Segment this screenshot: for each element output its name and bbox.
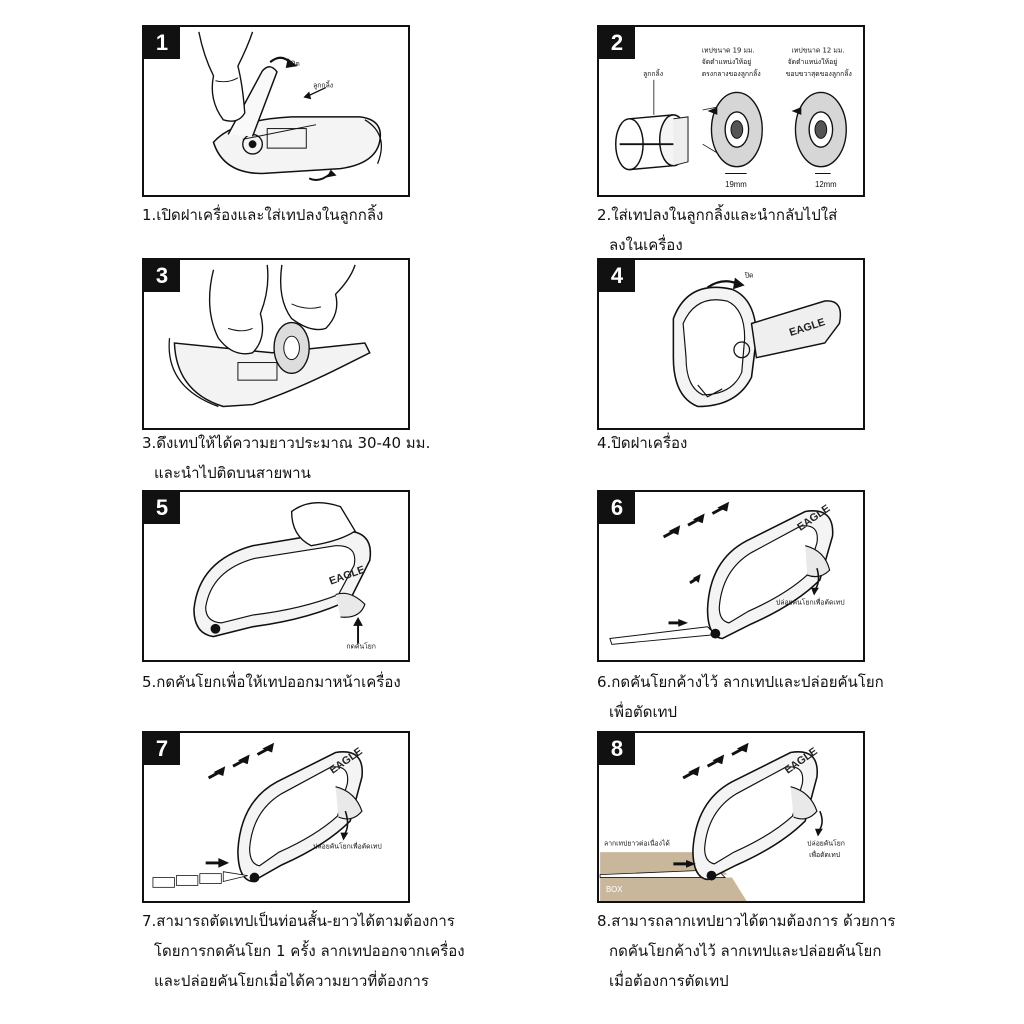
size12-label: 12mm [815, 180, 837, 189]
step-1-caption: 1.เปิดฝาเครื่องและใส่เทปลงในลูกกลิ้ง [142, 200, 383, 230]
caption-line: เมื่อต้องการตัดเทป [609, 972, 729, 990]
caption-line: 5.กดคันโยกเพื่อให้เทปออกมาหน้าเครื่อง [142, 673, 401, 691]
press-lever-label: กดคันโยก [346, 641, 376, 650]
step-7-number: 7 [144, 733, 180, 765]
caption-line: 6.กดคันโยกค้างไว้ ลากเทปและปล่อยคันโยก [597, 673, 884, 691]
caption-line: 8.สามารถลากเทปยาวได้ตามต้องการ ด้วยการ [597, 912, 896, 930]
tape19-line1: เทปขนาด 19 มม. [702, 46, 755, 54]
tape12-line2: จัดตำแหน่งให้อยู่ [788, 58, 838, 66]
step-5-number: 5 [144, 492, 180, 524]
step-1-panel: 1 เปิด ลูกกลิ้ง [142, 25, 410, 197]
box-label: BOX [606, 885, 623, 894]
step-4-number: 4 [599, 260, 635, 292]
step-4-illustration: EAGLE ปิด [672, 272, 842, 408]
caption-line: 1.เปิดฝาเครื่องและใส่เทปลงในลูกกลิ้ง [142, 206, 384, 224]
step-8-number: 8 [599, 733, 635, 765]
release-line1: ปล่อยคันโยก [807, 838, 845, 847]
step-5-caption: 5.กดคันโยกเพื่อให้เทปออกมาหน้าเครื่อง [142, 667, 401, 697]
release-line2: เพื่อตัดเทป [809, 850, 840, 859]
step-6-panel: 6 EAGLE ปล่อยคันโยกเพื่อตัดเทป [597, 490, 865, 662]
step-2-illustration: ลูกกลิ้ง เทปขนาด 19 มม. จัดตำแหน่งให้อยู… [615, 46, 852, 189]
tape12-line3: ขอบขวาสุดของลูกกลิ้ง [786, 68, 852, 78]
caption-line: และปล่อยคันโยกเมื่อได้ความยาวที่ต้องการ [154, 972, 429, 990]
step-2-caption: 2.ใส่เทปลงในลูกกลิ้งและนำกลับไปใส่ ลงในเ… [597, 200, 837, 260]
release-label: ปล่อยคันโยกเพื่อตัดเทป [313, 841, 382, 850]
step-4-caption: 4.ปิดฝาเครื่อง [597, 428, 687, 458]
open-label: เปิด [289, 60, 300, 68]
caption-line: เพื่อตัดเทป [609, 703, 678, 721]
release-label: ปล่อยคันโยกเพื่อตัดเทป [776, 597, 845, 606]
step-6-number: 6 [599, 492, 635, 524]
step-8-caption: 8.สามารถลากเทปยาวได้ตามต้องการ ด้วยการ ก… [597, 906, 895, 996]
step-1-number: 1 [144, 27, 180, 59]
step-4-panel: 4 EAGLE ปิด [597, 258, 865, 430]
step-8-illustration: BOX EAGLE ลากเทปยาวต่อเนื่องได้ ปล่อยคัน… [599, 742, 845, 901]
caption-line: โดยการกดคันโยก 1 ครั้ง ลากเทปออกจากเครื่… [154, 942, 465, 960]
step-2-panel: 2 ลูกกลิ้ง เทปขนาด 19 มม. จัดตำแหน่งให้อ… [597, 25, 865, 197]
step-7-panel: 7 EAGLE ปล่อยคันโยกเพื่อตัดเทป [142, 731, 410, 903]
step-2-number: 2 [599, 27, 635, 59]
tape19-line3: ตรงกลางของลูกกลิ้ง [702, 68, 761, 78]
step-1-illustration: เปิด ลูกกลิ้ง [198, 31, 382, 181]
tape19-line2: จัดตำแหน่งให้อยู่ [702, 58, 752, 66]
step-5-illustration: EAGLE กดคันโยก [193, 502, 376, 650]
step-6-caption: 6.กดคันโยกค้างไว้ ลากเทปและปล่อยคันโยก เ… [597, 667, 884, 727]
roller-label: ลูกกลิ้ง [643, 68, 663, 78]
caption-line: กดคันโยกค้างไว้ ลากเทปและปล่อยคันโยก [609, 942, 882, 960]
close-label: ปิด [744, 272, 753, 280]
step-3-panel: 3 [142, 258, 410, 430]
step-3-illustration [168, 264, 371, 408]
caption-line: ลงในเครื่อง [609, 236, 683, 254]
roller-label: ลูกกลิ้ง [313, 80, 333, 90]
drag-continuous-label: ลากเทปยาวต่อเนื่องได้ [604, 838, 670, 847]
caption-line: 3.ดึงเทปให้ได้ความยาวประมาณ 30-40 มม. [142, 434, 431, 452]
step-3-caption: 3.ดึงเทปให้ได้ความยาวประมาณ 30-40 มม. แล… [142, 428, 430, 488]
step-7-illustration: EAGLE ปล่อยคันโยกเพื่อตัดเทป [152, 742, 382, 888]
step-7-caption: 7.สามารถตัดเทปเป็นท่อนสั้น-ยาวได้ตามต้อง… [142, 906, 465, 996]
size19-label: 19mm [725, 180, 747, 189]
tape12-line1: เทปขนาด 12 มม. [792, 46, 845, 54]
step-6-illustration: EAGLE ปล่อยคันโยกเพื่อตัดเทป [609, 501, 845, 645]
caption-line: 4.ปิดฝาเครื่อง [597, 434, 688, 452]
caption-line: และนำไปติดบนสายพาน [154, 464, 311, 482]
step-5-panel: 5 EAGLE กดคันโยก [142, 490, 410, 662]
step-8-panel: 8 BOX EAGLE ลากเทปยาวต่อเนื่องได้ ปล่อยค… [597, 731, 865, 903]
caption-line: 2.ใส่เทปลงในลูกกลิ้งและนำกลับไปใส่ [597, 206, 838, 224]
caption-line: 7.สามารถตัดเทปเป็นท่อนสั้น-ยาวได้ตามต้อง… [142, 912, 455, 930]
step-3-number: 3 [144, 260, 180, 292]
